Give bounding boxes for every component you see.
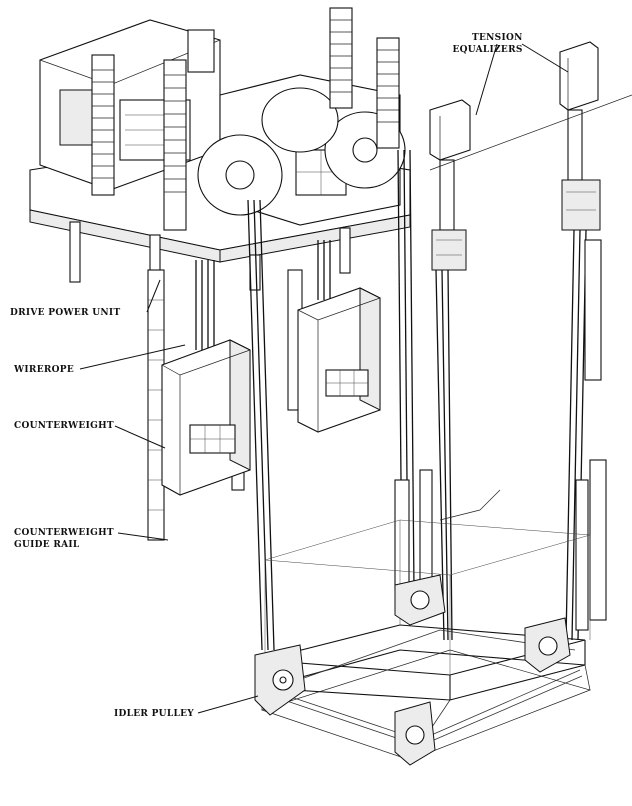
counterweight-label: COUNTERWEIGHT (14, 421, 114, 431)
tension-equalizers-label-line2: EQUALIZERS (452, 45, 523, 55)
leader-lines (79, 43, 569, 714)
tension-equalizers-label: TENSION EQUALIZERS (438, 32, 523, 56)
counterweight-guide-rail-label-line2: GUIDE RAIL (14, 540, 80, 550)
counterweight-guide-rail-label: COUNTERWEIGHT GUIDE RAIL (14, 527, 114, 551)
car-guide-rails (394, 459, 607, 631)
wirerope (195, 149, 587, 651)
counterweight-middle (297, 287, 381, 433)
counterweight-left (161, 339, 251, 496)
coil-springs (91, 7, 400, 231)
idler-pulley (254, 574, 571, 766)
counterweight-guide-rail-label-line1: COUNTERWEIGHT (14, 528, 114, 538)
drive-power-unit-label: DRIVE POWER UNIT (10, 308, 121, 318)
tension-equalizer-left (429, 99, 471, 271)
wirerope-label: WIREROPE (14, 365, 75, 375)
tension-equalizers-label-line1: TENSION (472, 33, 523, 43)
tension-equalizer-right (559, 41, 602, 381)
car-frame (260, 519, 592, 761)
drive-power-unit (29, 19, 411, 291)
idler-pulley-label: IDLER PULLEY (114, 709, 194, 719)
